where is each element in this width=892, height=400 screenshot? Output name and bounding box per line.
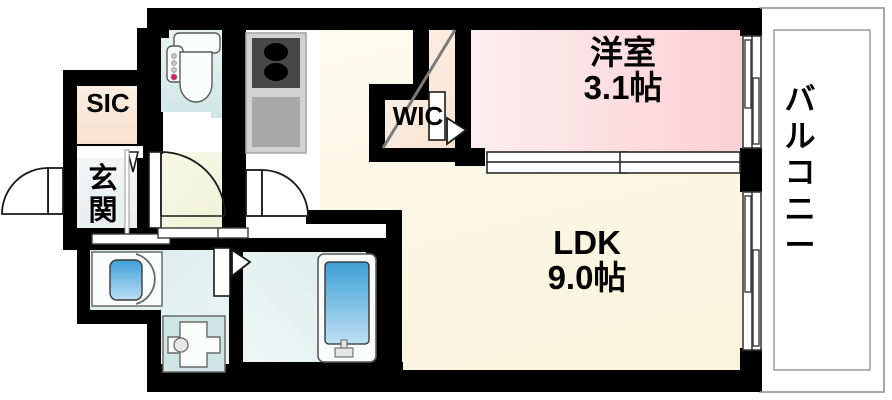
burner-front xyxy=(264,63,288,81)
toilet-fixture xyxy=(166,32,221,103)
wic-diagonal-line xyxy=(381,29,457,149)
bedroom-sliding-partition xyxy=(486,151,741,174)
wall-left-vert-2 xyxy=(77,248,90,322)
washer-pan xyxy=(162,315,226,373)
label-genkan: 玄関 xyxy=(88,163,118,228)
wall-bath-bottom xyxy=(243,362,403,390)
balcony-window-upper xyxy=(742,35,762,149)
wall-kitchen-col xyxy=(147,28,161,42)
kitchen-counter xyxy=(245,32,307,154)
ldk-door-panel xyxy=(245,169,263,217)
wall-washroom-left-bottom xyxy=(77,310,161,324)
entry-door-swing xyxy=(1,167,49,215)
label-yoshitsu-size: 3.1帖 xyxy=(583,68,663,106)
label-wic: WIC xyxy=(392,101,444,131)
sic-door-jamb xyxy=(124,149,130,235)
balcony-inner-edge xyxy=(773,29,871,371)
vanity xyxy=(91,251,163,307)
wall-bath-top xyxy=(229,238,400,252)
ldk-door-swing xyxy=(261,169,309,217)
label-ldk: LDK 9.0帖 xyxy=(492,224,682,296)
hall-door-swing xyxy=(160,151,226,217)
wall-hall-left xyxy=(137,146,149,238)
sic-folding-door-mark xyxy=(126,151,140,173)
entry-door-panel xyxy=(47,167,64,215)
fixtures xyxy=(91,32,377,373)
wic-door-arrow xyxy=(446,116,468,146)
wall-top xyxy=(147,8,762,30)
wall-left-sic-top xyxy=(63,70,153,86)
label-ldk-size: 9.0帖 xyxy=(547,258,627,296)
toilet-door-opening xyxy=(163,112,211,142)
washroom-door-arrow xyxy=(231,248,252,278)
balcony-window-lower xyxy=(742,191,762,351)
wall-wic-left xyxy=(369,98,385,160)
wic-door-panel xyxy=(428,91,446,141)
room-yoshitsu xyxy=(470,28,753,156)
wall-wic-bottom xyxy=(369,148,469,162)
wall-ldk-step xyxy=(306,210,402,224)
hall-door-panel xyxy=(148,151,162,229)
wall-wic-vert-top xyxy=(413,28,429,88)
burner-rear xyxy=(264,43,288,61)
label-yoshitsu-name: 洋室 xyxy=(590,34,656,71)
wall-hall-right xyxy=(222,146,246,238)
doors-and-openings xyxy=(1,29,762,351)
hall-sliding-door xyxy=(91,227,249,245)
label-balcony: バルコニー xyxy=(784,82,816,264)
wall-bed-bottom-left xyxy=(455,148,485,166)
bathtub xyxy=(317,253,377,363)
wall-ldk-left-vert xyxy=(386,222,402,382)
wall-bath-left xyxy=(229,248,243,370)
wall-sic-under xyxy=(63,144,77,154)
wall-bed-bottom-right xyxy=(740,148,762,166)
sink xyxy=(252,97,300,147)
wall-toilet-right xyxy=(222,28,246,168)
label-yoshitsu: 洋室 3.1帖 xyxy=(528,34,718,106)
wall-left-vert-1 xyxy=(63,70,77,240)
room-sic xyxy=(75,84,143,146)
balcony-outline xyxy=(760,7,885,393)
wall-wic-right xyxy=(455,28,471,150)
washroom-door-panel xyxy=(213,247,231,297)
label-ldk-name: LDK xyxy=(553,224,621,261)
wall-right-upper xyxy=(740,8,762,36)
label-sic: SIC xyxy=(86,88,130,118)
